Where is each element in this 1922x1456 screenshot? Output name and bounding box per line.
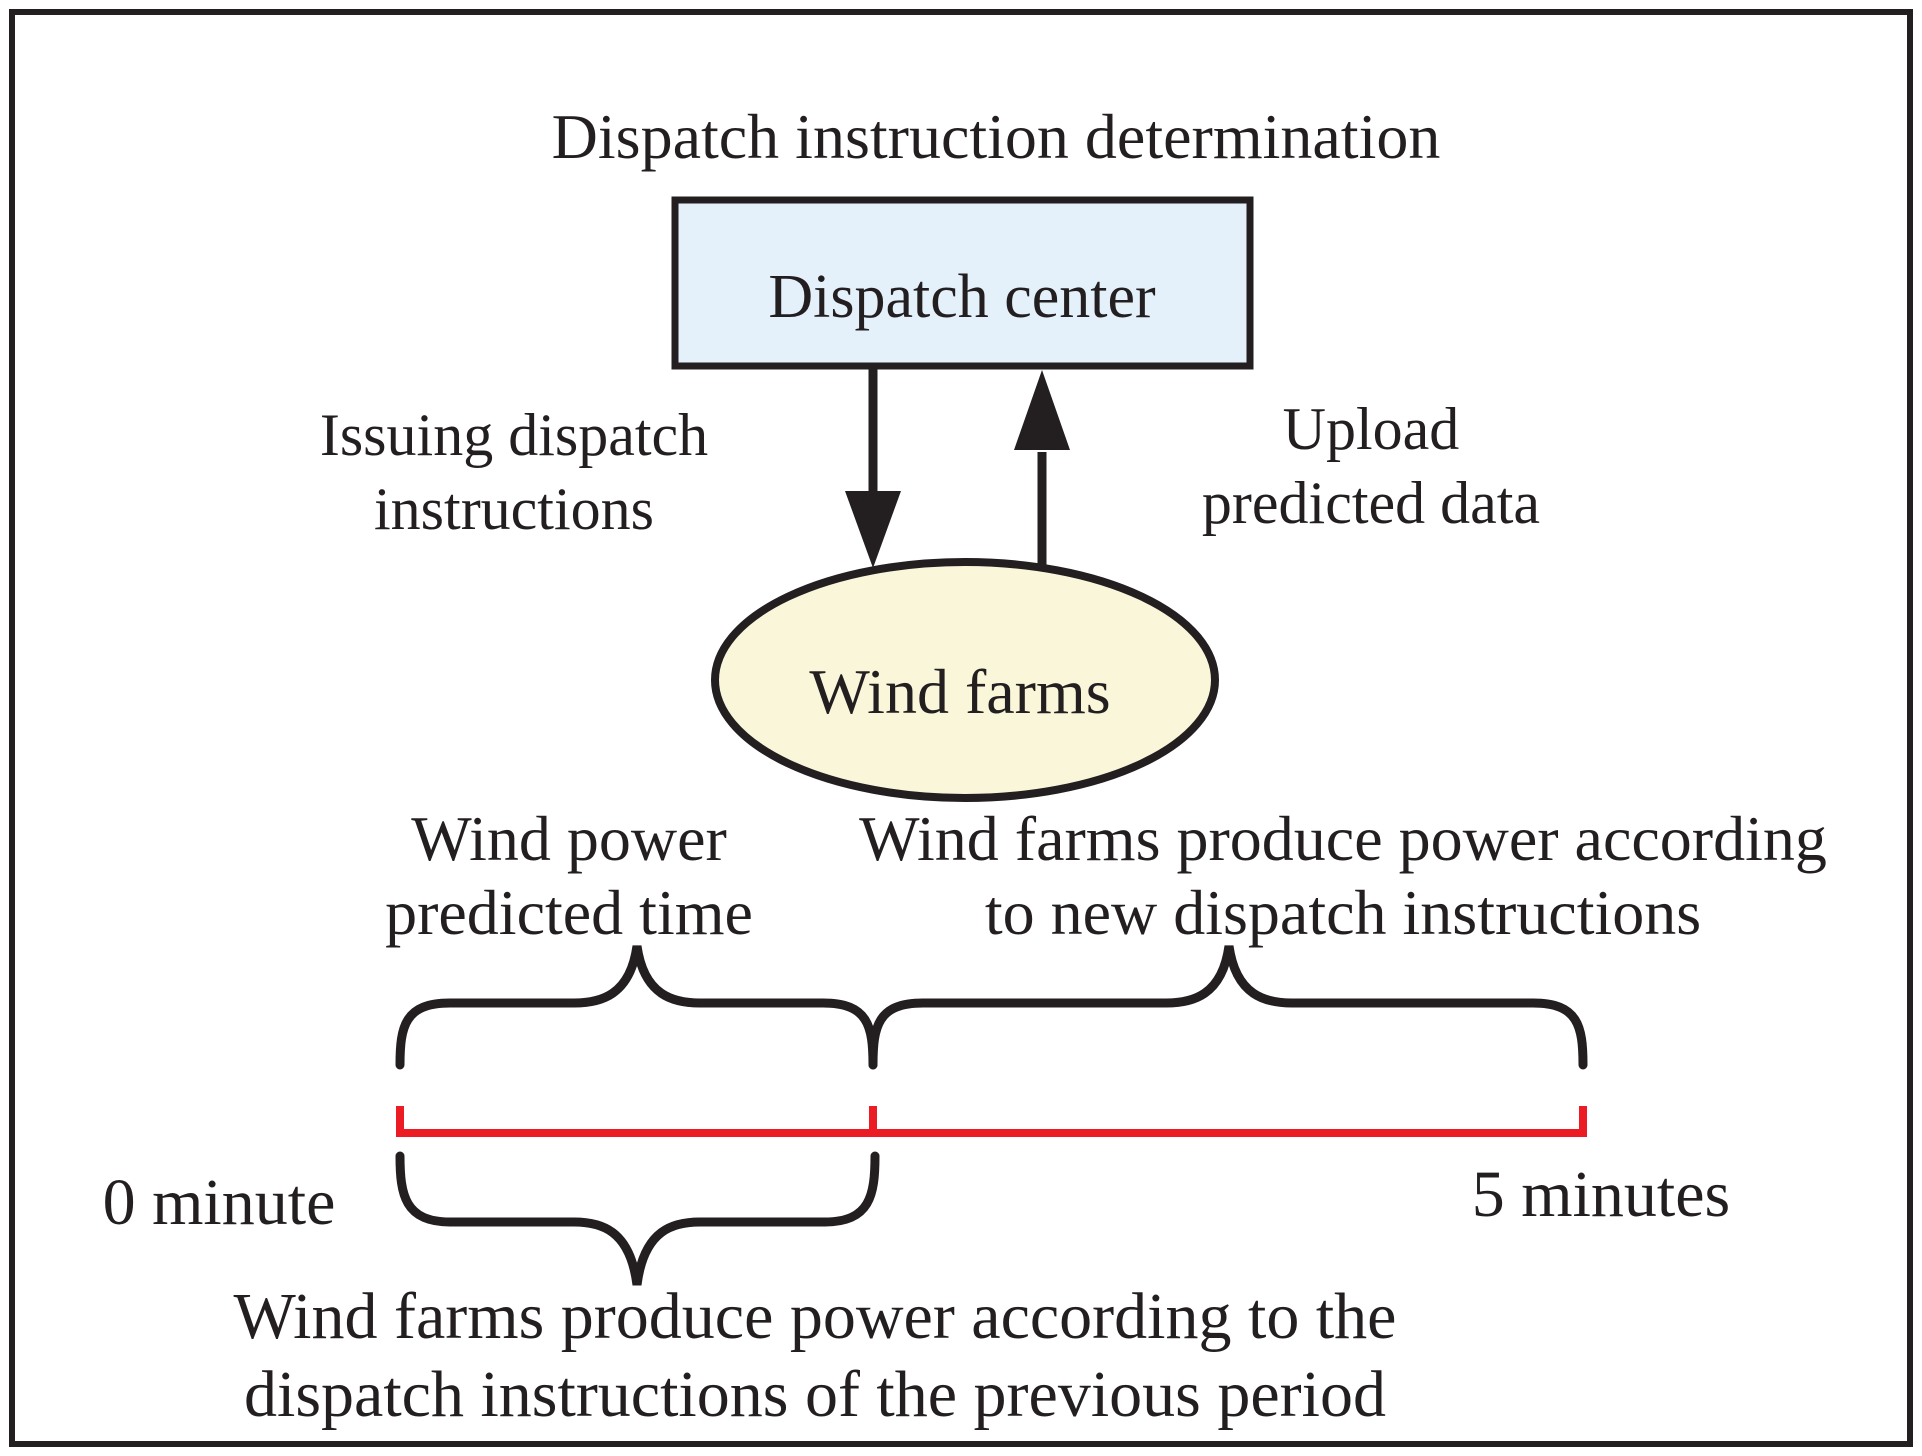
previous-period-line1: Wind farms produce power according to th… [233,1280,1397,1353]
predicted-time-label: Wind power predicted time [385,802,753,950]
timeline-line [396,1106,1587,1137]
down-arrow-head [845,491,901,568]
dispatch-center-label: Dispatch center [768,263,1156,331]
upper-right-brace [868,945,1588,1070]
upload-predicted-line2: predicted data [1201,470,1541,536]
figure-border [9,9,1913,1447]
timeline-start-label: 0 minute [102,1166,336,1239]
new-instructions-line1: Wind farms produce power according [859,803,1827,874]
up-arrow-head [1014,370,1070,450]
figure-title: Dispatch instruction determination [551,101,1441,172]
dispatch-center-box [671,196,1254,370]
previous-period-line2: dispatch instructions of the previous pe… [244,1358,1386,1431]
wind-farms-label: Wind farms [809,656,1111,727]
wind-farms-ellipse [711,558,1219,802]
upload-predicted-label: Upload predicted data [1202,392,1540,540]
issuing-dispatch-line2: instructions [374,476,654,542]
upload-predicted-line1: Upload [1282,396,1460,462]
predicted-time-line2: predicted time [385,877,753,948]
previous-period-label: Wind farms produce power according to th… [234,1278,1397,1434]
upper-left-brace [395,945,878,1070]
predicted-time-line1: Wind power [411,803,727,874]
issuing-dispatch-label: Issuing dispatch instructions [320,398,708,546]
timeline-end-label: 5 minutes [1471,1158,1731,1231]
issuing-dispatch-line1: Issuing dispatch [319,402,709,468]
lower-brace [395,1151,880,1286]
new-instructions-line2: to new dispatch instructions [984,877,1702,948]
new-instructions-label: Wind farms produce power according to ne… [859,802,1827,950]
